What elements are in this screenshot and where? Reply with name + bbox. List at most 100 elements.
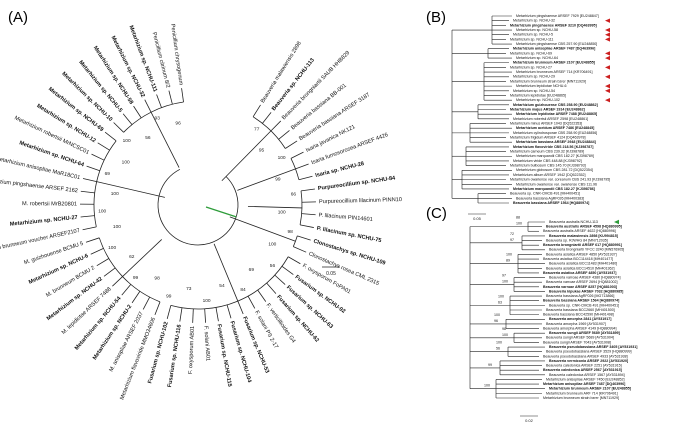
tree-b-tip-label: Metarhizium bassiana ARSEF 2948 [EU24884…: [516, 140, 596, 144]
tree-c-bootstrap-value: 63: [498, 300, 502, 304]
tree-b-tip-label: Beauveria sp. CNR-CMCB 491 [MH400451]: [510, 192, 580, 196]
tree-c-bootstrap-value: 100: [502, 333, 508, 337]
tree-a-bootstrap-value: 100: [98, 208, 106, 214]
tree-b-tip-label: Metarhizium sp. NCHU-5: [513, 33, 553, 37]
tree-c-scale-label: 0.02: [525, 418, 534, 423]
tree-b-tip-label: Metarhizium pingshaense ARSEF 7929 [EU24…: [516, 14, 599, 18]
tree-c-bootstrap-value: 72: [510, 232, 514, 236]
tree-a-tip-branch: [288, 256, 301, 265]
tree-a-bootstrap-value: 100: [111, 191, 119, 197]
tree-b-tip-label: Metarhizium brunneum strain bzrer [MN711…: [510, 79, 586, 83]
tree-b-tip-label: Metarhizium sp. NCHU-102: [516, 98, 560, 102]
tree-a-tip-branch: [215, 307, 219, 322]
tree-a-bootstrap-value: 100: [268, 241, 276, 247]
tree-b-tip-label: Metarhizium bulbosum CBS 145.70 [KJ39879…: [510, 164, 586, 168]
tree-a-tip-branch: [104, 131, 117, 142]
tree-c-tip-label: Metarhizium anisopliae ARSEF 7450 [EU248…: [546, 377, 625, 381]
tree-b-tip-label: Metarhizium minus ARSEF 1043 [DQ522353]: [510, 121, 582, 125]
tree-a-tip-branch: [80, 190, 95, 194]
tree-a-tip-branch: [133, 105, 142, 119]
tree-c-bootstrap-value: 100: [484, 384, 490, 388]
tree_b-marker-arrow-icon: [605, 83, 610, 89]
tree-a-bootstrap-value: 100: [123, 138, 131, 144]
tree-c-tip-label: Metarhizium anisopliae ARSEF 7487 [DQ463…: [543, 382, 625, 386]
tree_b-marker-arrow-icon: [605, 51, 610, 56]
tree-c-tip-label: Beauveria australis NCHU-113: [549, 220, 598, 224]
tree-a-bootstrap-value: 99: [275, 176, 281, 182]
tree-a-root-branch: [205, 206, 237, 218]
tree-a-tip-branch: [122, 113, 133, 125]
tree-b-tip-label: Metarhizium anisopliae ARSEF 7487 [DQ463…: [513, 47, 595, 51]
tree-c-bootstrap-value: 97: [502, 274, 506, 278]
tree-a-tip-branch: [285, 140, 298, 149]
tree-b-tip-label: Metarhizium lepidiotae [EU248865]: [510, 93, 566, 97]
panel-b-label: (B): [426, 9, 446, 26]
tree-c-bootstrap-value: 88: [516, 216, 520, 220]
tree-c-tip-label: Beauveria amorpha 1969 [AY531907]: [546, 322, 606, 326]
tree-a-tip-branch: [204, 308, 206, 323]
tree-c-bootstrap-value: 99: [488, 363, 492, 367]
tree-a-bootstrap-value: 99: [166, 294, 172, 300]
panel-c-label: (C): [426, 205, 447, 222]
tree-a-tip-branch: [247, 295, 256, 309]
panel-a-label: (A): [8, 9, 28, 26]
tree-b-tip-label: Metarhizium album ARSEF 1942 [DQ522352]: [513, 173, 586, 177]
tree-b-tip-label: Metarhizium robertsii ARSEF 2598 [EU2488…: [513, 117, 588, 121]
tree-c-bootstrap-value: 96: [494, 319, 498, 323]
tree-c-tip-label: Beauveria vermiconia ARSEF 2922 [AY53192…: [549, 359, 628, 363]
tree-a-bootstrap-value: 95: [259, 147, 265, 153]
tree-a-scale-label: 0.05: [326, 271, 336, 277]
tree-b-tip-label: Beauveria bassiana AgRF026 [MH400383]: [516, 196, 584, 200]
tree-b-tip-label: Metarhizium frigidum ARSEF 4124 [DQ46397…: [510, 136, 586, 140]
tree-c-tip-label: Metarhizium brunneum strain bzrer [MN711…: [543, 396, 619, 400]
tree-c-tip-label: Metarhizium brunneum ARSEF 2107 [EU24885…: [549, 387, 631, 391]
tree-a-bootstrap-value: 100: [278, 209, 286, 215]
tree-a-tip-branch: [278, 130, 290, 140]
tree-a-tip-branch: [154, 301, 161, 316]
tree-c-tip-label: Beauveria pseudobassiana ARSEF 4933 [AY5…: [543, 354, 628, 358]
tree-a-tip-branch: [181, 88, 184, 103]
tree-a-bootstrap-value: 100: [203, 298, 211, 304]
tree-a-bootstrap-value: 100: [113, 224, 121, 230]
tree-c-bootstrap-value: 100: [502, 280, 508, 284]
tree_c-marker-arrow-icon: [614, 219, 619, 225]
tree-b-tip-label: Metarhizium sp. NCHU-64: [516, 56, 558, 60]
tree-a-tip-branch: [295, 163, 309, 170]
tree-c-bootstrap-value: 100: [506, 253, 512, 257]
tree-a-bootstrap-value: 84: [240, 287, 246, 293]
tree-c-tip-label: Beauveria varroae ARSEF 8257 [HQ881003]: [543, 285, 617, 289]
tree-b-tip-label: Metarhizium acridum ARSEF 7486 [EU248845…: [516, 126, 594, 130]
tree-c-tip-label: Beauveria asiatica BCC11483 [MH401480]: [549, 262, 617, 266]
tree-b-tip-label: Metarhizium guizhouense CBS 258.90 [EU24…: [513, 103, 598, 107]
tree-c-bootstrap-value: 100: [496, 341, 502, 345]
tree-a-tip-branch: [144, 99, 152, 113]
tree-a-bootstrap-value: 96: [175, 121, 181, 127]
tree-c-tip-label: Beauveria australis ARSEF 4622 [HQ880996…: [543, 229, 616, 233]
tree-a-tip-branch: [82, 226, 97, 231]
tree-a-bootstrap-value: 69: [249, 267, 255, 273]
tree-a-tip-branch: [257, 289, 267, 302]
tree-a-tip-branch: [97, 142, 110, 151]
tree-c-tip-label: Beauveria asiatica ARSEF 4850 [AY531937]: [543, 271, 616, 275]
tree-c-tip-label: Metarhizium brunneum ARF 714 [KR706491]: [546, 391, 618, 395]
tree-a-stem: [213, 243, 239, 302]
tree-b-tip-label: Metarhizium sp. NCHU-69: [510, 51, 552, 55]
tree_b-marker-arrow-icon: [605, 97, 610, 103]
tree-a-tip-branch: [90, 248, 104, 255]
tree_b-marker-arrow-icon: [605, 18, 610, 23]
tree-a-bootstrap-value: 73: [186, 286, 192, 292]
tree-b-tip-label: Metarhizium brunneum ARSEF 714 [KR706491…: [516, 70, 593, 74]
tree-a-tip-branch: [300, 188, 315, 192]
tree-b-tip-label: Metarhizium sp. NCHU-29: [513, 75, 555, 79]
tree-a-tip-branch: [252, 104, 261, 118]
tree-a-bootstrap-value: 98: [154, 276, 160, 282]
tree-a-tip-branch: [297, 235, 311, 241]
tree-a-tip-branch: [290, 151, 304, 159]
tree-a-tip-label: Purpureocillium lilacinum PINN10: [319, 197, 402, 205]
tree-a-tip-branch: [168, 90, 173, 105]
tree-b-tip-label: Metarhizium lepidiotae ARSEF 7488 [EU248…: [516, 112, 597, 116]
tree-c-tip-label: Beauveria sungii ARSEF 5689 [AY531904]: [546, 336, 614, 340]
tree-a-stem: [150, 112, 180, 168]
